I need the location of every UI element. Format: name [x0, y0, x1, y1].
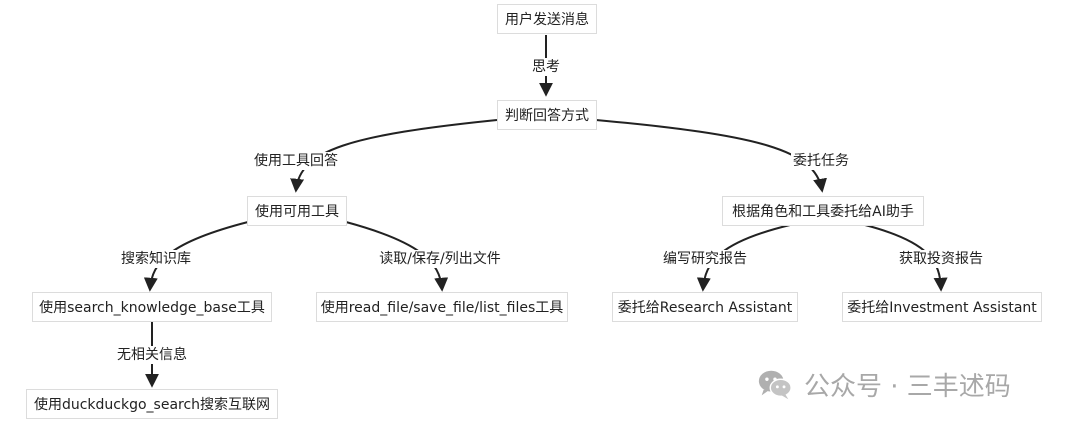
- wechat-icon: [758, 370, 792, 400]
- node-investment: 委托给Investment Assistant: [842, 292, 1042, 322]
- edge-label-think: 思考: [530, 58, 562, 76]
- node-judge: 判断回答方式: [497, 100, 597, 130]
- node-search-kb: 使用search_knowledge_base工具: [32, 292, 272, 322]
- edge-label-get-report: 获取投资报告: [897, 250, 985, 268]
- node-delegate: 根据角色和工具委托给AI助手: [722, 196, 924, 226]
- edge-label-write-report: 编写研究报告: [661, 250, 749, 268]
- node-user-send: 用户发送消息: [497, 4, 597, 34]
- edge-label-no-info: 无相关信息: [115, 346, 189, 364]
- edge-judge-to-delegate: [595, 119, 827, 193]
- edge-label-tool-answer: 使用工具回答: [252, 152, 340, 170]
- node-use-tools: 使用可用工具: [247, 196, 347, 226]
- edge-label-search-kb: 搜索知识库: [119, 250, 193, 268]
- edge-label-delegate-task: 委托任务: [791, 152, 851, 170]
- node-research: 委托给Research Assistant: [612, 292, 798, 322]
- watermark-text: 公众号 · 三丰述码: [804, 371, 1011, 402]
- node-duckduckgo: 使用duckduckgo_search搜索互联网: [26, 389, 278, 419]
- edge-label-file-rw: 读取/保存/列出文件: [377, 250, 503, 268]
- watermark: 公众号 · 三丰述码: [756, 364, 1011, 404]
- node-file-ops: 使用read_file/save_file/list_files工具: [316, 292, 568, 322]
- edge-judge-to-tools: [290, 119, 498, 193]
